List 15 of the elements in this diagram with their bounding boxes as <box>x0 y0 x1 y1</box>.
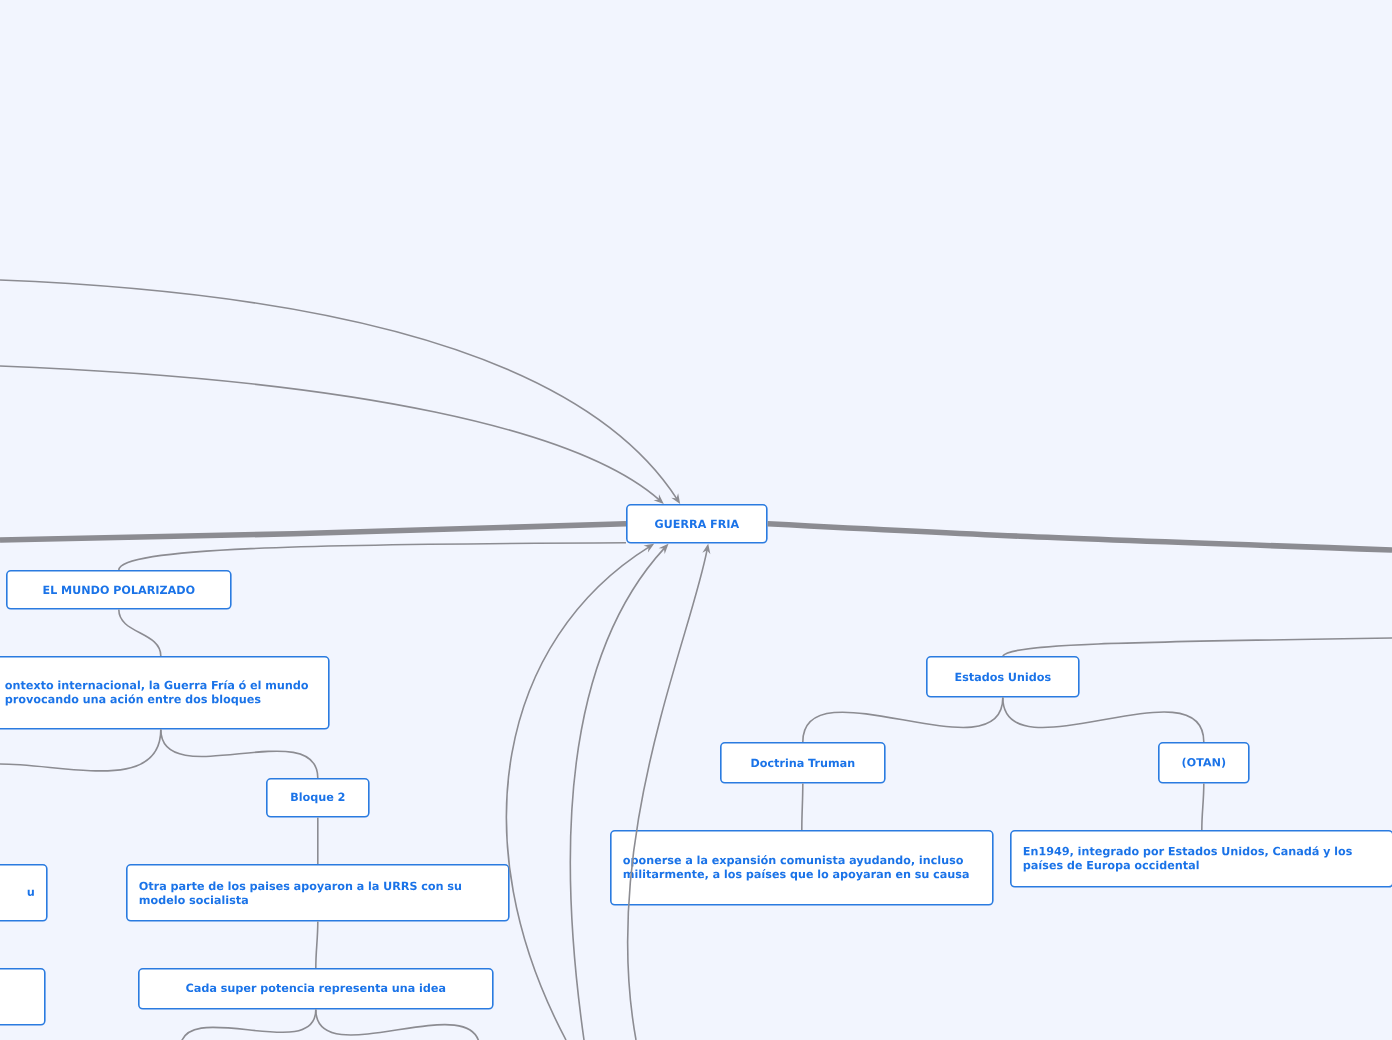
connector-line <box>1002 637 1392 657</box>
connector-line <box>1201 782 1205 831</box>
connector-line <box>0 728 162 772</box>
connector-line <box>767 521 1392 553</box>
connector-line <box>317 816 319 865</box>
connector-line <box>315 1008 481 1040</box>
connector-line <box>1002 696 1205 743</box>
connector-line <box>801 782 804 831</box>
connector-line <box>315 920 319 969</box>
connector-line <box>160 728 319 779</box>
empty-box <box>0 968 46 1026</box>
connector-line <box>118 542 627 571</box>
arrow <box>0 365 664 504</box>
connector-line <box>118 608 162 657</box>
connector-line <box>0 521 627 543</box>
